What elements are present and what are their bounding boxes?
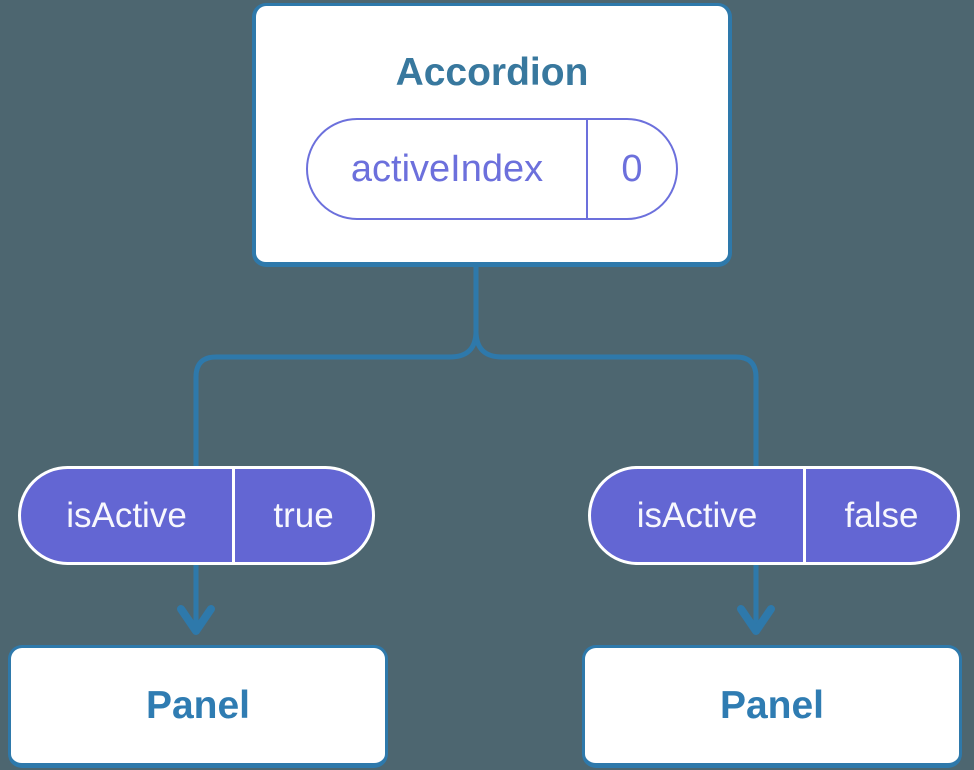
arrowhead-down-icon [737, 605, 775, 635]
state-pill: activeIndex 0 [306, 118, 678, 220]
prop-pill-value: true [232, 469, 372, 562]
prop-pill-name: isActive [66, 495, 187, 535]
accordion-title: Accordion [395, 51, 589, 94]
state-pill-value: 0 [586, 120, 676, 218]
prop-pill-name: isActive [636, 495, 758, 535]
panel-component-box: Panel [8, 645, 388, 768]
accordion-component-box: Accordion activeIndex 0 [252, 3, 732, 267]
prop-pill-value: false [803, 469, 957, 562]
prop-pill: isActive false [588, 466, 960, 565]
state-pill-name: activeIndex [350, 147, 544, 190]
branch-line-left [193, 267, 479, 626]
prop-pill: isActive true [18, 466, 375, 565]
panel-title: Panel [719, 683, 825, 727]
arrowhead-down-icon [177, 605, 215, 635]
panel-title: Panel [145, 683, 251, 727]
branch-line-right [473, 267, 759, 626]
panel-component-box: Panel [582, 645, 962, 768]
